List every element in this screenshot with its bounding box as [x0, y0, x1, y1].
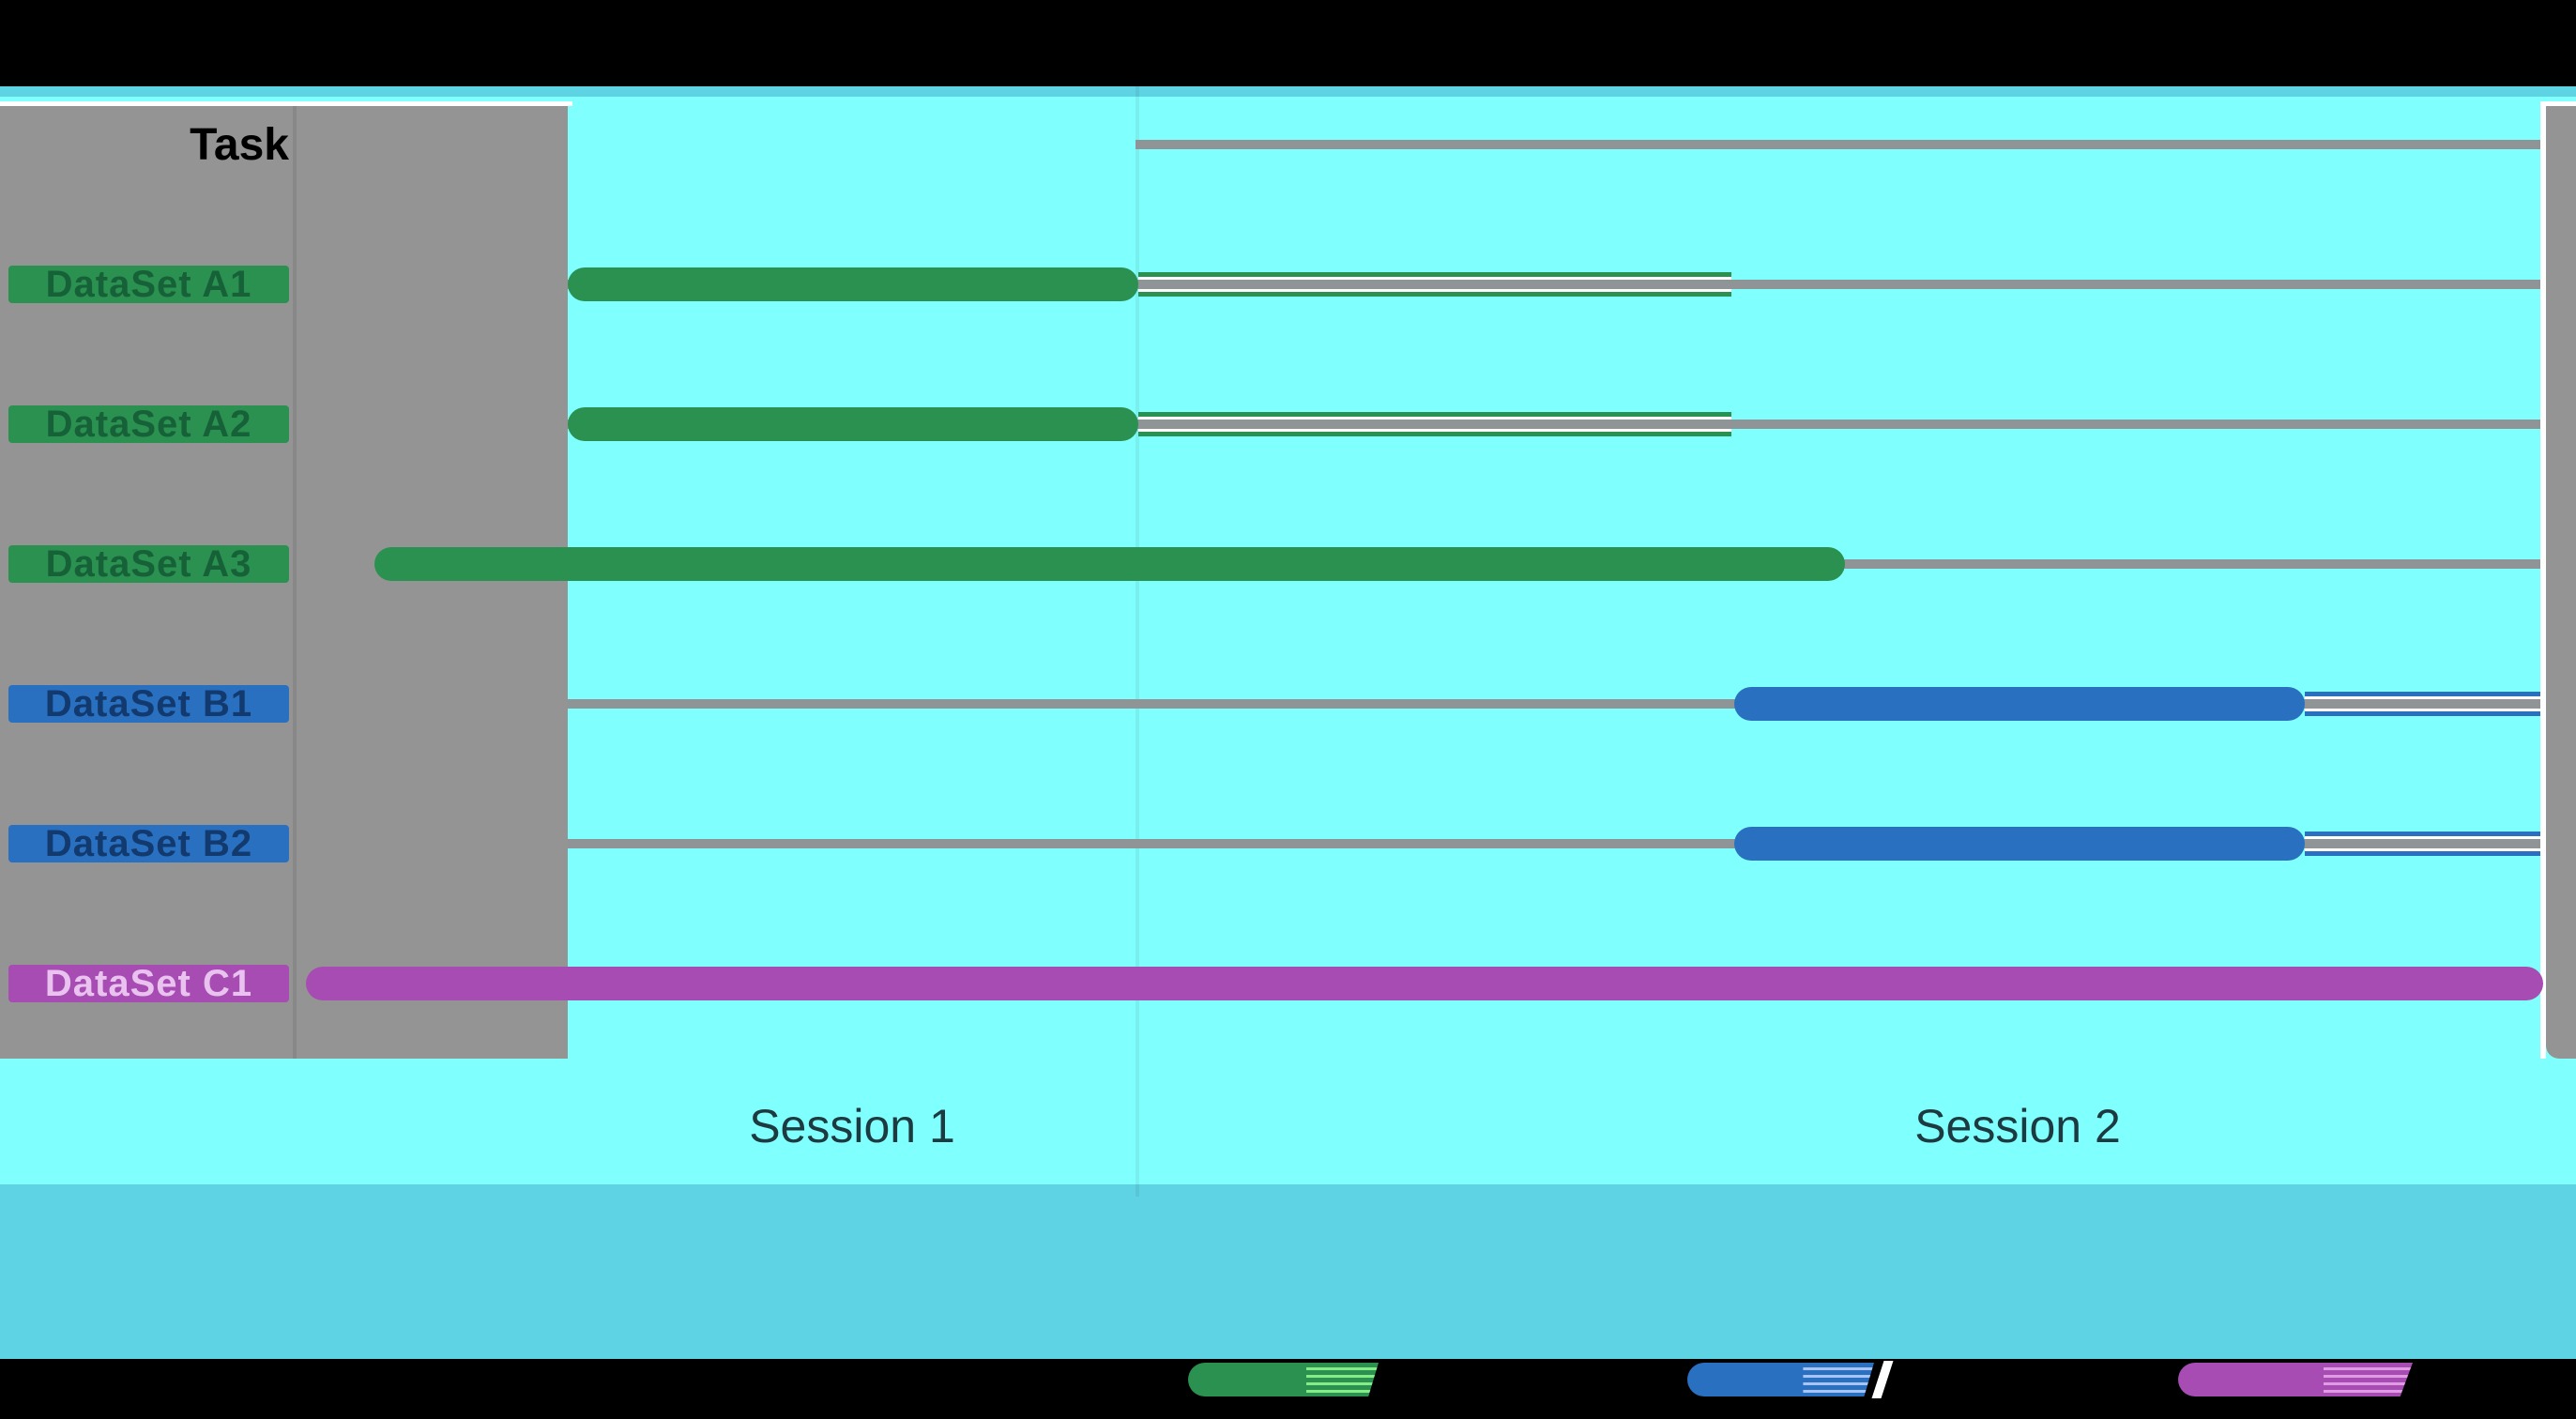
task-label-dataset-b2: DataSet B2: [8, 823, 289, 864]
track-line: [2305, 848, 2540, 851]
track-line: [2305, 711, 2540, 716]
right-edge-gray-column: [2546, 106, 2576, 1059]
legend-swatch: [2178, 1363, 2333, 1396]
track-line: [1138, 412, 1731, 417]
legend-chip-dataset-group-b: [1687, 1361, 1894, 1398]
track-line: [1138, 272, 1731, 277]
track-line: [1138, 289, 1731, 292]
track-line: [2305, 699, 2540, 709]
session1-column-divider: [1136, 86, 1139, 1197]
legend-chip-dataset-group-c: [2178, 1363, 2413, 1396]
bar-track-dataset-a1: [1138, 272, 1731, 297]
track-line: [2305, 836, 2540, 839]
gantt-bar-dataset-c1: [306, 967, 2543, 1000]
task-label-dataset-a3: DataSet A3: [8, 543, 289, 585]
session-label-2: Session 2: [1914, 1100, 2121, 1152]
track-line: [2305, 832, 2540, 836]
legend-slash-mark: [1871, 1361, 1894, 1398]
right-column-left-border: [2540, 106, 2546, 1059]
task-label-dataset-a2: DataSet A2: [8, 404, 289, 445]
gantt-bar-dataset-a3: [374, 547, 1845, 581]
track-line: [1138, 420, 1731, 429]
track-line: [1138, 292, 1731, 297]
task-label-dataset-c1: DataSet C1: [8, 963, 289, 1004]
gantt-bar-dataset-a2: [568, 407, 1138, 441]
session-label-1: Session 1: [749, 1100, 955, 1152]
panel-top-border: [0, 101, 572, 106]
legend-swatch-striped-tail: [1305, 1363, 1379, 1396]
gridline-dataset-b1: [568, 699, 2540, 709]
gantt-bar-dataset-a1: [568, 267, 1138, 301]
track-line: [1138, 432, 1731, 436]
gantt-bar-dataset-b1: [1734, 687, 2305, 721]
legend-chip-dataset-group-a: [1188, 1363, 1379, 1396]
task-column-header: Task: [190, 119, 289, 170]
track-line: [2305, 709, 2540, 711]
track-line: [2305, 692, 2540, 696]
task-panel-column-divider: [293, 106, 297, 1059]
track-line: [2305, 851, 2540, 856]
gantt-bar-dataset-b2: [1734, 827, 2305, 861]
session1-band: [568, 86, 1731, 1197]
legend-swatch: [1687, 1363, 1811, 1396]
track-line: [2305, 839, 2540, 848]
task-label-dataset-b1: DataSet B1: [8, 683, 289, 725]
session2-band: [1734, 86, 2294, 1197]
task-label-dataset-a1: DataSet A1: [8, 264, 289, 305]
legend-swatch-striped-tail: [1803, 1363, 1874, 1396]
gridline-task-row: [1136, 140, 2540, 149]
legend-swatch: [1188, 1363, 1314, 1396]
bar-track-dataset-a2: [1138, 412, 1731, 436]
track-line: [1138, 417, 1731, 420]
gridline-dataset-b2: [568, 839, 2540, 848]
right-column-top-border: [2540, 101, 2576, 106]
legend-swatch-striped-tail: [2324, 1363, 2413, 1396]
track-line: [2305, 696, 2540, 699]
track-line: [1138, 277, 1731, 280]
bar-track-dataset-b1: [2305, 692, 2540, 716]
track-line: [1138, 429, 1731, 432]
track-line: [1138, 280, 1731, 289]
bar-track-dataset-b2: [2305, 832, 2540, 856]
